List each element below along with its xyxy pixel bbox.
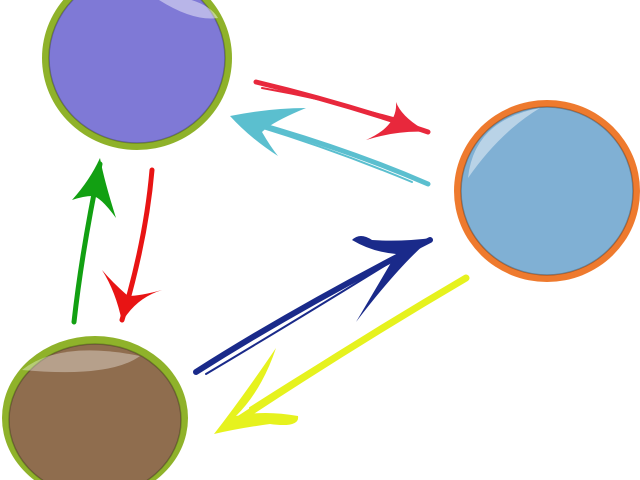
node-blue-highlight bbox=[468, 108, 540, 178]
arrow-blue-to-purple bbox=[230, 108, 431, 187]
node-brown-circle bbox=[8, 343, 182, 480]
arrow-purple-to-blue bbox=[253, 79, 431, 140]
node-purple-circle bbox=[48, 0, 226, 144]
node-brown-highlight bbox=[22, 350, 140, 373]
node-brown bbox=[2, 336, 188, 480]
node-purple-highlight bbox=[159, 0, 218, 19]
arrow-purple-to-brown bbox=[102, 167, 162, 323]
arrow-brown-to-purple bbox=[71, 158, 116, 325]
node-purple bbox=[42, 0, 232, 150]
arrow-brown-to-blue bbox=[193, 236, 433, 375]
node-blue-circle bbox=[460, 106, 634, 276]
node-blue bbox=[454, 100, 640, 282]
arrow-blue-to-brown bbox=[214, 274, 470, 434]
